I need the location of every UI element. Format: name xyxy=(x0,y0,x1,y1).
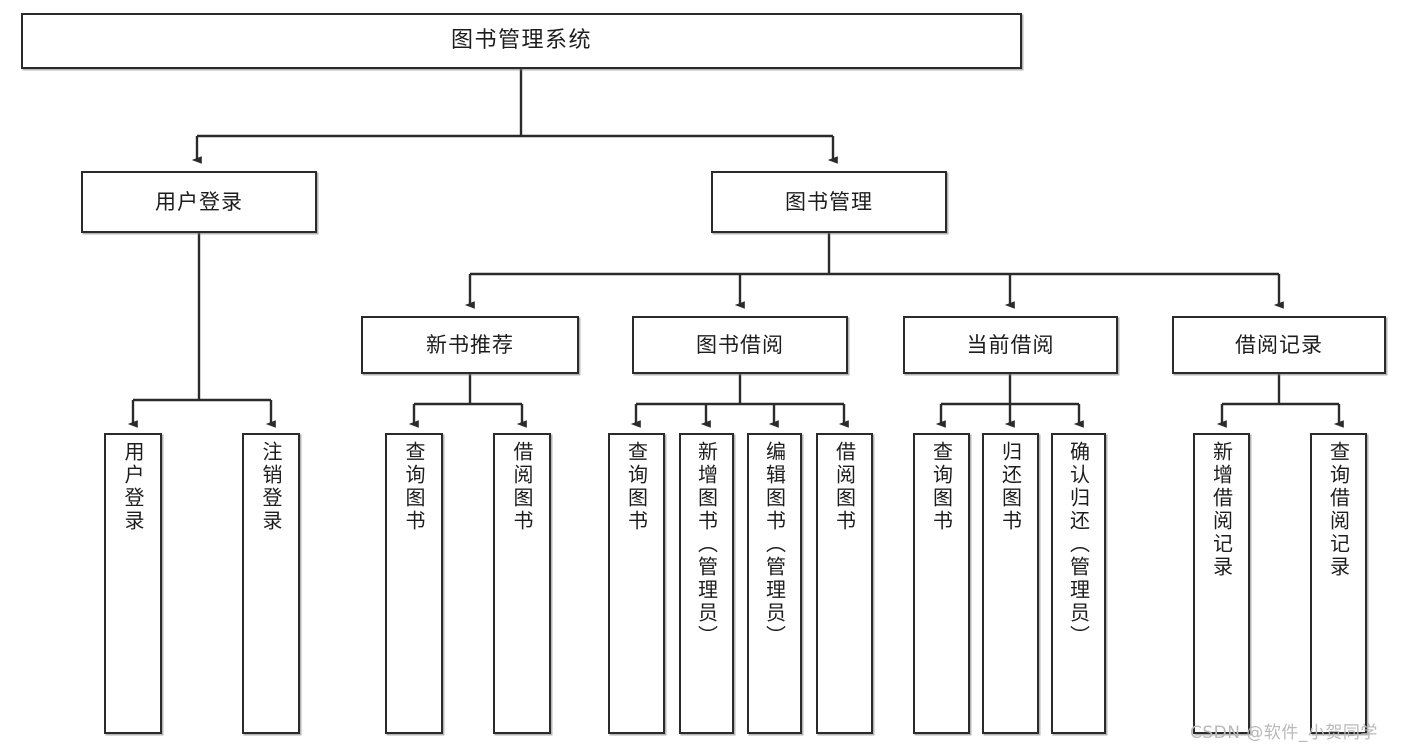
leaf-borrow-borrow-book[interactable]: 借阅图书 xyxy=(816,433,873,734)
node-label: 注销登录 xyxy=(259,441,283,533)
node-label: 查询图书 xyxy=(402,441,426,533)
watermark-text: CSDN @软件_小贺同学 xyxy=(1190,723,1378,743)
node-book-management[interactable]: 图书管理 xyxy=(711,171,947,233)
node-current-borrow[interactable]: 当前借阅 xyxy=(903,316,1118,374)
leaf-record-add-record[interactable]: 新增借阅记录 xyxy=(1193,433,1250,734)
node-label: 新增借阅记录 xyxy=(1209,441,1234,579)
node-label: 当前借阅 xyxy=(966,332,1055,357)
leaf-current-query-book[interactable]: 查询图书 xyxy=(913,433,970,734)
node-user-login[interactable]: 用户登录 xyxy=(81,171,317,233)
node-label: 借阅记录 xyxy=(1235,332,1323,357)
leaf-borrow-add-book-admin[interactable]: 新增图书（管理员） xyxy=(679,433,734,734)
node-label: 借阅图书 xyxy=(832,441,857,533)
node-label: 归还图书 xyxy=(998,441,1023,533)
node-label: 查询借阅记录 xyxy=(1326,441,1351,579)
leaf-current-return-book[interactable]: 归还图书 xyxy=(982,433,1039,734)
node-label: 查询图书 xyxy=(624,441,649,533)
node-label: 用户登录 xyxy=(155,189,243,214)
node-book-borrow[interactable]: 图书借阅 xyxy=(632,316,848,374)
leaf-user-login-signout[interactable]: 注销登录 xyxy=(242,433,300,734)
leaf-borrow-query-book[interactable]: 查询图书 xyxy=(608,433,665,734)
node-label: 查询图书 xyxy=(929,441,954,533)
leaf-borrow-edit-book-admin[interactable]: 编辑图书（管理员） xyxy=(747,433,802,734)
node-new-book-recommend[interactable]: 新书推荐 xyxy=(361,316,579,374)
leaf-recommend-query-book[interactable]: 查询图书 xyxy=(385,433,443,734)
node-label: 新增图书（管理员） xyxy=(694,441,719,648)
node-label: 借阅图书 xyxy=(510,441,534,533)
leaf-current-confirm-return-admin[interactable]: 确认归还（管理员） xyxy=(1051,433,1106,734)
node-label: 图书借阅 xyxy=(696,332,784,357)
leaf-recommend-borrow-book[interactable]: 借阅图书 xyxy=(493,433,551,734)
leaf-user-login-signin[interactable]: 用户登录 xyxy=(104,433,162,734)
node-label: 图书管理系统 xyxy=(450,28,592,54)
node-label: 确认归还（管理员） xyxy=(1066,441,1091,648)
leaf-record-query-record[interactable]: 查询借阅记录 xyxy=(1310,433,1367,734)
node-label: 图书管理 xyxy=(785,189,873,214)
node-root-system[interactable]: 图书管理系统 xyxy=(21,13,1022,69)
node-borrow-record[interactable]: 借阅记录 xyxy=(1172,316,1386,374)
node-label: 用户登录 xyxy=(121,441,145,533)
node-label: 新书推荐 xyxy=(426,332,514,357)
node-label: 编辑图书（管理员） xyxy=(762,441,787,648)
